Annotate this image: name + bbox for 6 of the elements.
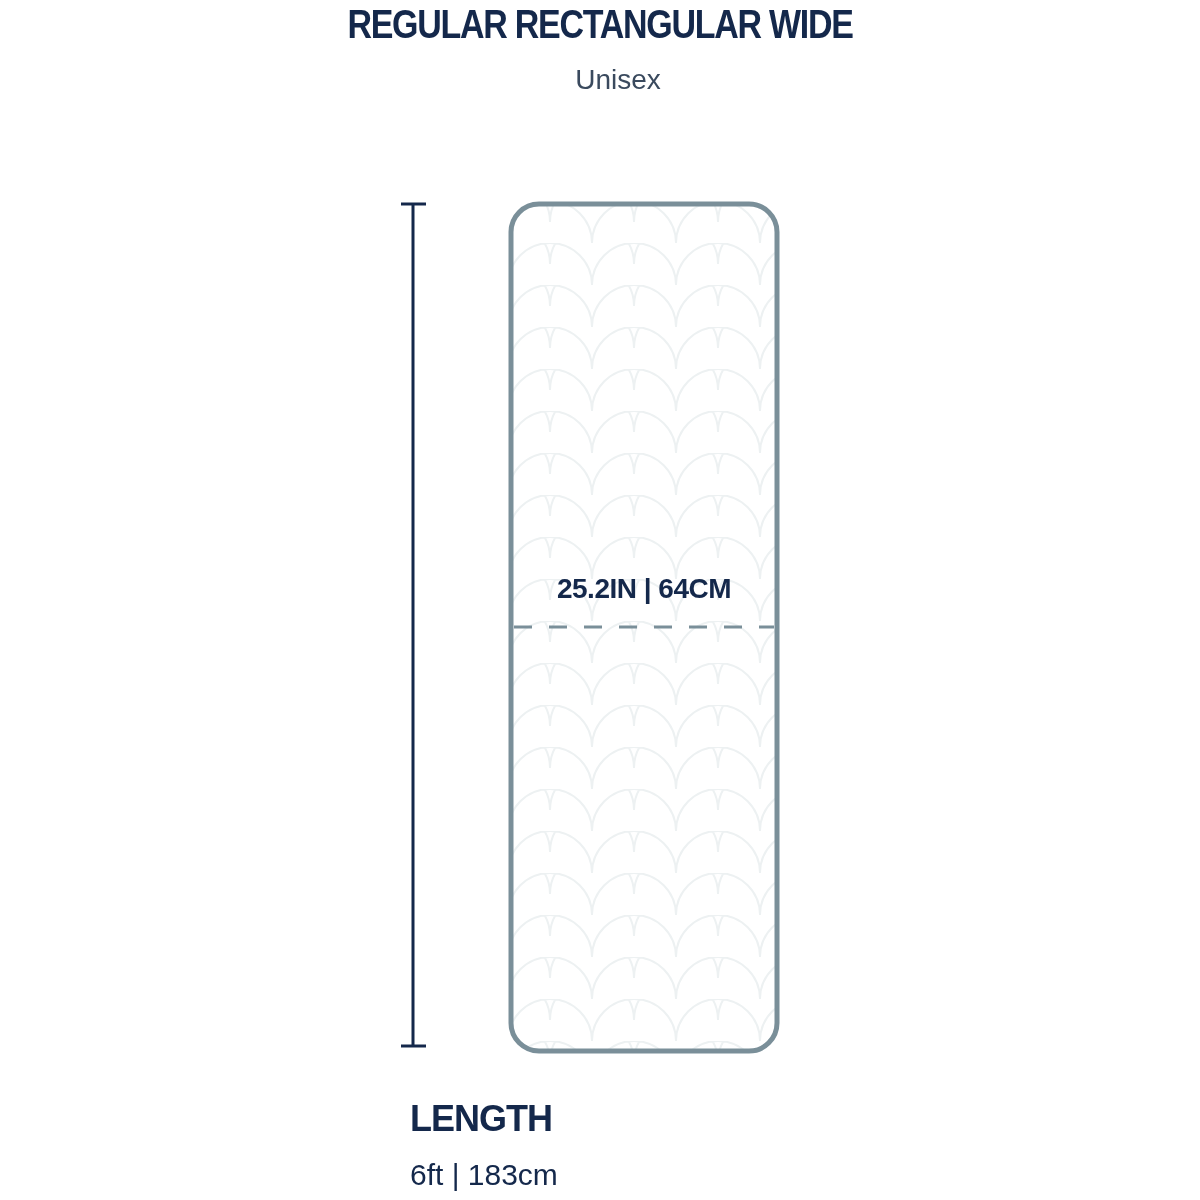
subtitle: Unisex	[574, 64, 662, 96]
dimension-label: 25.2IN | 64CM	[555, 573, 733, 605]
dimension-heading: LENGTH	[410, 1098, 552, 1140]
sleeping-pad-outline	[508, 201, 780, 1054]
dimension-value: 6ft | 183cm	[410, 1158, 558, 1192]
title: REGULAR RECTANGULAR WIDE	[346, 2, 854, 47]
